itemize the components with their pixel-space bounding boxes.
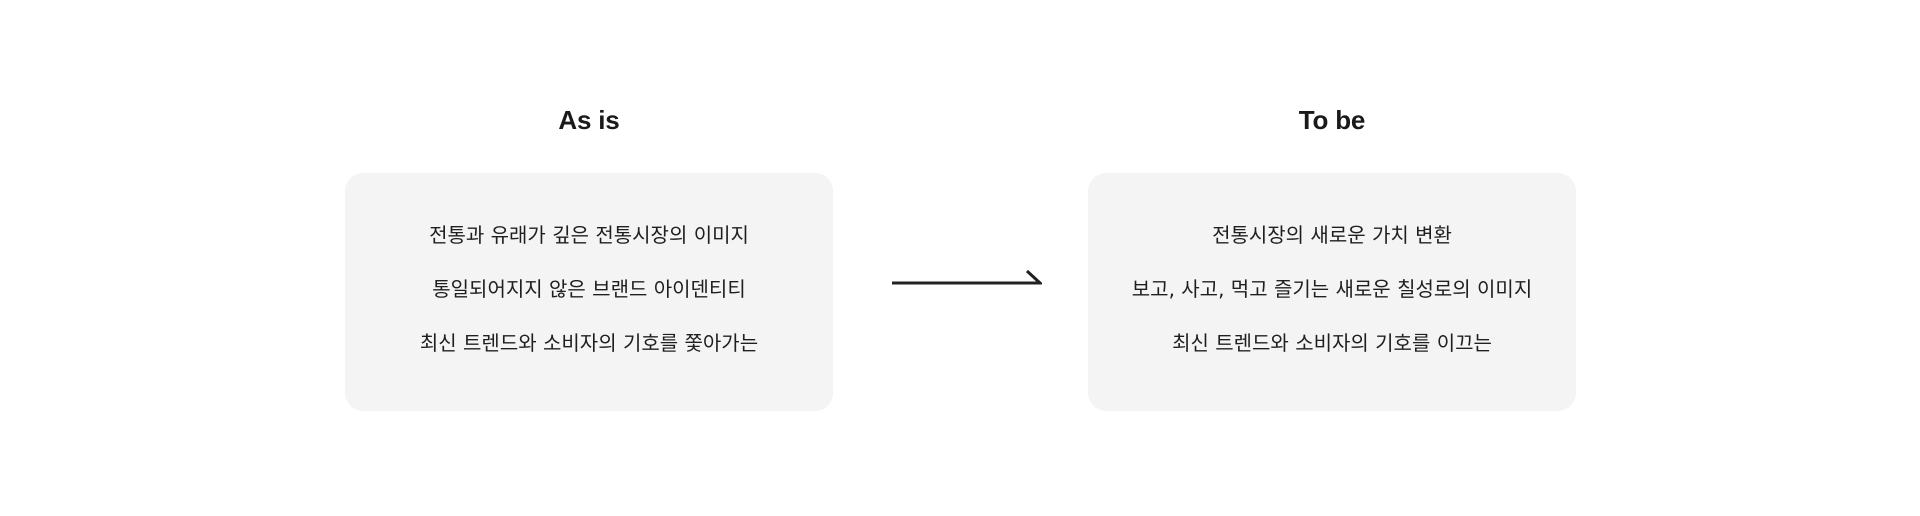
arrow-path bbox=[892, 269, 1042, 285]
as-is-item: 전통과 유래가 깊은 전통시장의 이미지 bbox=[429, 223, 749, 247]
to-be-item: 전통시장의 새로운 가치 변환 bbox=[1212, 223, 1452, 247]
to-be-title: To be bbox=[1298, 105, 1366, 135]
arrow-right-icon bbox=[890, 264, 1042, 294]
as-is-item: 최신 트렌드와 소비자의 기호를 쫓아가는 bbox=[419, 331, 759, 355]
arrow-right-icon-svg bbox=[892, 269, 1042, 285]
to-be-card: 전통시장의 새로운 가치 변환 보고, 사고, 먹고 즐기는 새로운 칠성로의 … bbox=[1088, 173, 1576, 411]
to-be-item: 보고, 사고, 먹고 즐기는 새로운 칠성로의 이미지 bbox=[1131, 277, 1533, 301]
to-be-item: 최신 트렌드와 소비자의 기호를 이끄는 bbox=[1172, 331, 1492, 355]
as-is-title: As is bbox=[558, 105, 620, 135]
as-is-item: 통일되어지지 않은 브랜드 아이덴티티 bbox=[432, 277, 746, 301]
as-is-card: 전통과 유래가 깊은 전통시장의 이미지 통일되어지지 않은 브랜드 아이덴티티… bbox=[345, 173, 833, 411]
